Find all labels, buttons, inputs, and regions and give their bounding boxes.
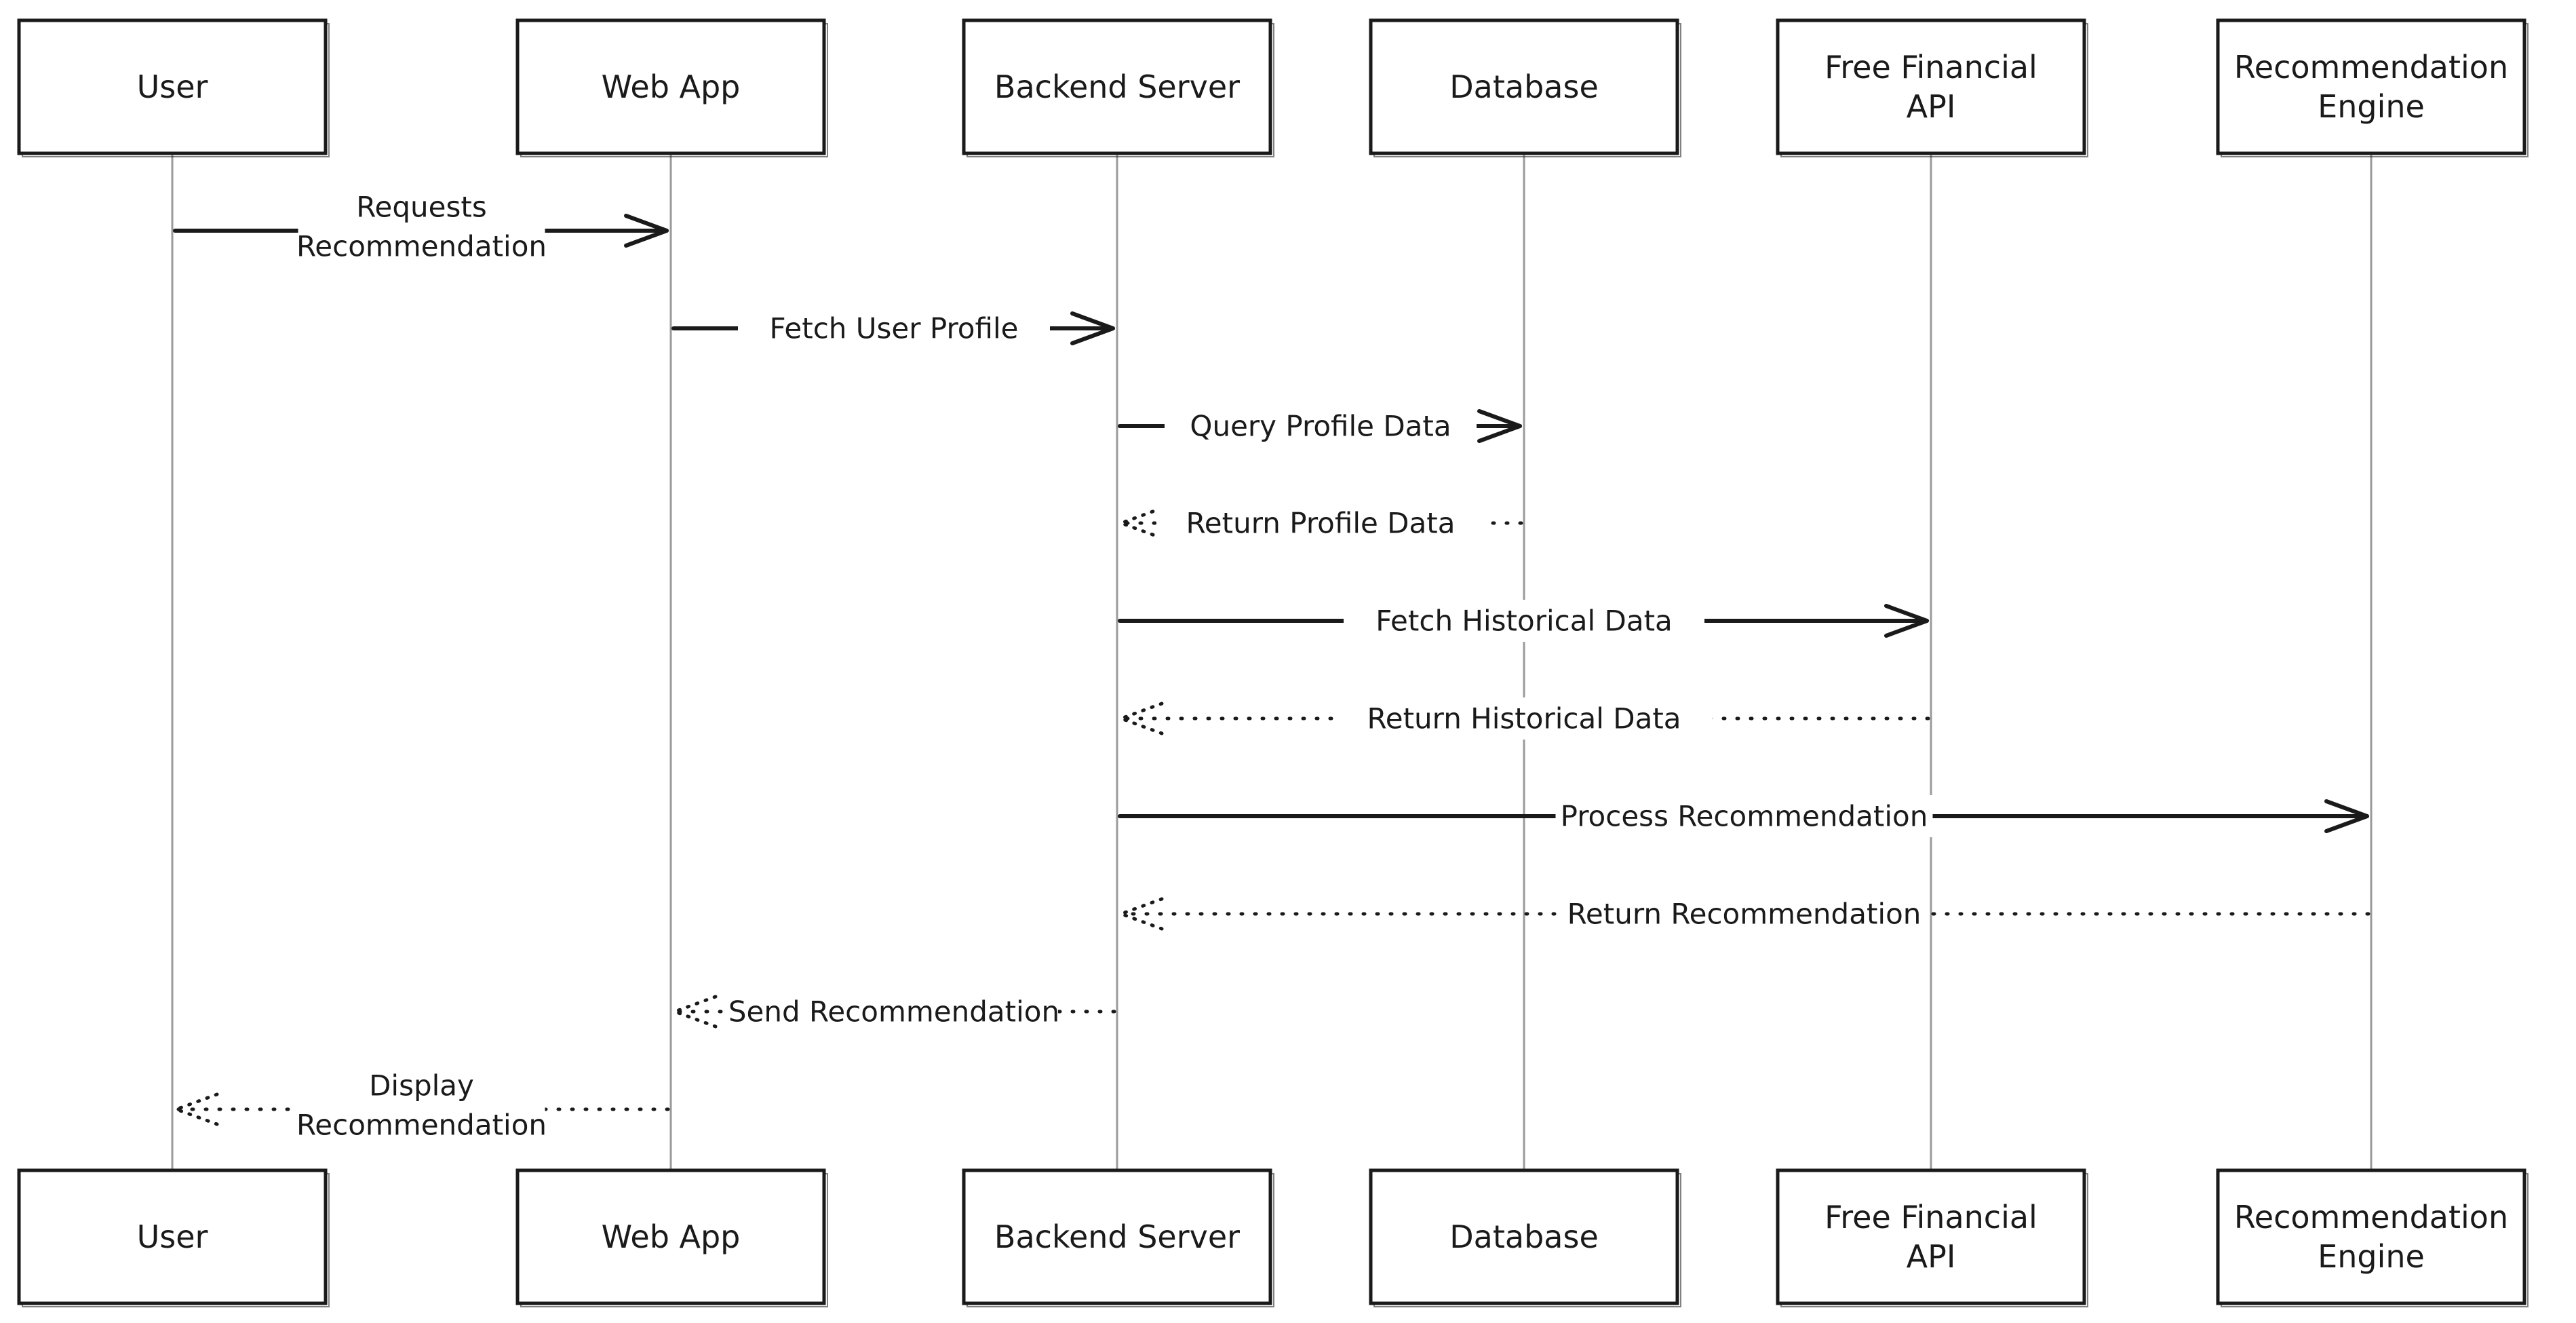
message-label: Return Recommendation <box>1567 898 1921 931</box>
participant-label: API <box>1907 88 1956 125</box>
message-label: Send Recommendation <box>728 995 1059 1029</box>
message-4: Return Profile Data <box>1119 502 1523 544</box>
participant-database-bottom: Database <box>1369 1168 1681 1307</box>
message-label: Requests <box>356 191 487 224</box>
participant-web-app-bottom: Web App <box>515 1168 828 1307</box>
message-3: Query Profile Data <box>1118 405 1522 447</box>
participant-label: Web App <box>602 1219 741 1255</box>
message-label-background <box>1555 795 1933 837</box>
participant-box <box>17 18 328 155</box>
participant-box <box>2216 18 2526 155</box>
participant-box <box>17 1168 328 1305</box>
message-8: Return Recommendation <box>1119 893 2370 935</box>
participant-label: Free Financial <box>1824 1199 2037 1235</box>
participant-box <box>1369 18 1679 155</box>
message-label: Return Historical Data <box>1367 702 1681 735</box>
message-label-background <box>1563 893 1925 935</box>
participant-box <box>1369 1168 1679 1305</box>
participant-label: Database <box>1449 1219 1599 1255</box>
arrow-head-icon <box>624 214 669 248</box>
participant-label: User <box>137 69 208 105</box>
participant-label: User <box>137 1219 208 1255</box>
participant-label: Backend Server <box>994 1219 1240 1255</box>
message-2: Fetch User Profile <box>671 307 1115 349</box>
participant-web-app-top: Web App <box>515 18 828 157</box>
participant-label: Engine <box>2318 88 2425 125</box>
participant-box <box>515 1168 826 1305</box>
arrow-head-icon <box>1119 897 1164 931</box>
message-label: Fetch User Profile <box>770 312 1019 345</box>
arrow-head-icon <box>174 1092 219 1126</box>
participant-label: Backend Server <box>994 69 1240 105</box>
message-label-background <box>298 186 545 267</box>
participant-label: API <box>1907 1238 1956 1275</box>
arrow-head-icon <box>1477 409 1522 443</box>
participant-label: Recommendation <box>2234 49 2508 85</box>
message-label-background <box>738 307 1050 349</box>
arrow-head-icon <box>1070 311 1115 345</box>
participant-box <box>2216 1168 2526 1305</box>
participant-label: Free Financial <box>1824 49 2037 85</box>
lifelines <box>171 153 2373 1170</box>
message-label-background <box>1165 405 1477 447</box>
message-label: Return Profile Data <box>1186 507 1456 540</box>
participant-database-top: Database <box>1369 18 1681 157</box>
participant-backend-server-bottom: Backend Server <box>962 1168 1274 1307</box>
message-9: Send Recommendation <box>673 991 1116 1033</box>
message-7: Process Recommendation <box>1118 795 2369 837</box>
message-6: Return Historical Data <box>1119 697 1930 740</box>
participant-label: Database <box>1449 69 1599 105</box>
participant-label: Web App <box>602 69 741 105</box>
message-label-background <box>1335 697 1713 740</box>
participant-box <box>962 18 1272 155</box>
message-5: Fetch Historical Data <box>1118 600 1929 642</box>
message-label: Fetch Historical Data <box>1375 605 1673 638</box>
participant-backend-server-top: Backend Server <box>962 18 1274 157</box>
arrow-head-icon <box>1884 604 1929 638</box>
message-label: Recommendation <box>296 1109 547 1142</box>
message-label-background <box>1344 600 1704 642</box>
participant-user-bottom: User <box>17 1168 330 1307</box>
participant-box <box>1776 18 2086 155</box>
message-label: Recommendation <box>296 230 547 263</box>
participant-label: Recommendation <box>2234 1199 2508 1235</box>
message-label: Process Recommendation <box>1561 800 1928 833</box>
participant-box <box>962 1168 1272 1305</box>
message-label-background <box>730 991 1058 1033</box>
message-label-background <box>298 1065 545 1146</box>
participant-box <box>1776 1168 2086 1305</box>
message-label-background <box>1156 502 1485 544</box>
arrow-head-icon <box>2324 799 2369 833</box>
participant-box <box>515 18 826 155</box>
participant-user-top: User <box>17 18 330 157</box>
message-label: Query Profile Data <box>1190 410 1451 443</box>
message-label: Display <box>369 1069 474 1102</box>
participant-label: Engine <box>2318 1238 2425 1275</box>
